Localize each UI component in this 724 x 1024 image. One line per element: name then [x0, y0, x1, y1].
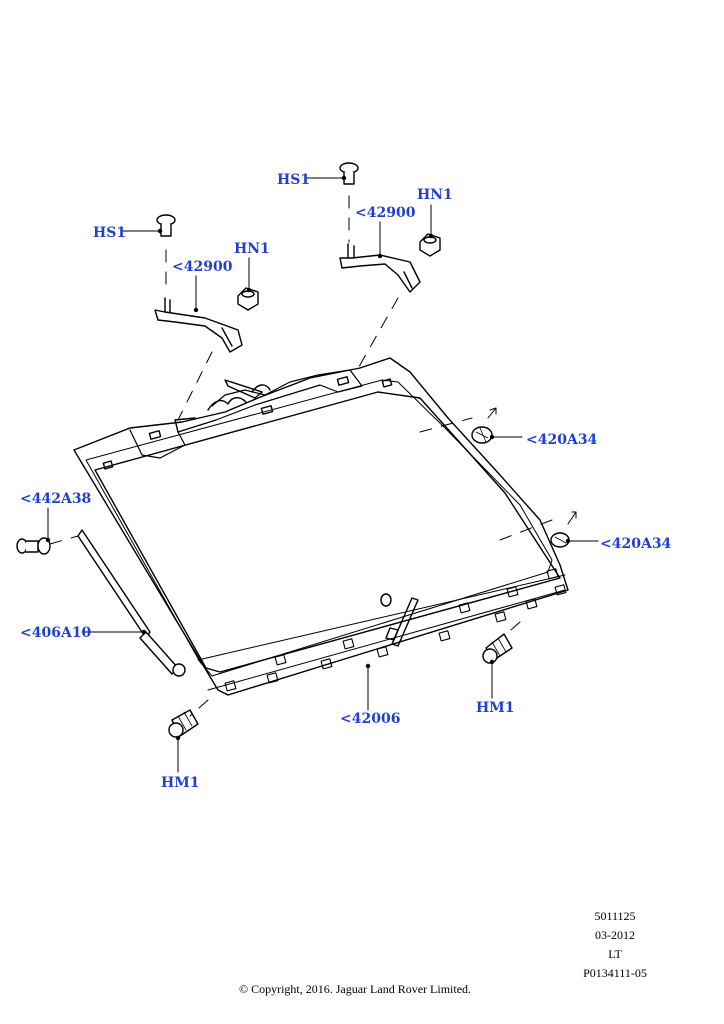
drawing-code: LT — [608, 947, 622, 961]
screw-hs1-left-icon — [156, 214, 176, 237]
screw-hs1-right-icon — [339, 162, 359, 185]
ball-stud-442a38-icon — [16, 537, 51, 555]
drawing-info-block: 5011125 03-2012 LT P0134111-05 — [570, 907, 660, 983]
callout-420a34-upper[interactable]: <420A34 — [526, 432, 598, 448]
drawing-number: 5011125 — [594, 909, 636, 923]
callout-442a38[interactable]: <442A38 — [20, 491, 91, 507]
callout-hm1-right[interactable]: HM1 — [476, 700, 514, 716]
buffer-hm1-right-icon — [482, 633, 513, 664]
hinge-bracket-left — [154, 297, 243, 353]
callout-42006[interactable]: <42006 — [340, 711, 400, 727]
callout-420a34-lower[interactable]: <420A34 — [600, 536, 672, 552]
callout-hm1-left[interactable]: HM1 — [161, 775, 199, 791]
copyright-notice: © Copyright, 2016. Jaguar Land Rover Lim… — [238, 982, 472, 996]
callout-hn1-left[interactable]: HN1 — [234, 241, 270, 257]
drawing-date: 03-2012 — [595, 928, 635, 942]
callout-hs1-right[interactable]: HS1 — [277, 172, 310, 188]
callout-hs1-left[interactable]: HS1 — [93, 225, 126, 241]
bumper-420a34-lower-icon — [550, 532, 570, 548]
nut-hn1-left-icon — [237, 287, 259, 311]
callout-hn1-right[interactable]: HN1 — [417, 187, 453, 203]
drawing-reference: P0134111-05 — [583, 966, 647, 980]
callout-42900-right[interactable]: <42900 — [355, 205, 416, 221]
hinge-bracket-right — [339, 243, 421, 293]
buffer-hm1-left-icon — [168, 709, 199, 738]
tailgate-glass-panel — [73, 357, 569, 696]
callout-406a10[interactable]: <406A10 — [20, 625, 92, 641]
bumper-420a34-upper-icon — [471, 426, 493, 444]
callout-42900-left[interactable]: <42900 — [172, 259, 233, 275]
gas-strut-406a10 — [77, 529, 186, 677]
